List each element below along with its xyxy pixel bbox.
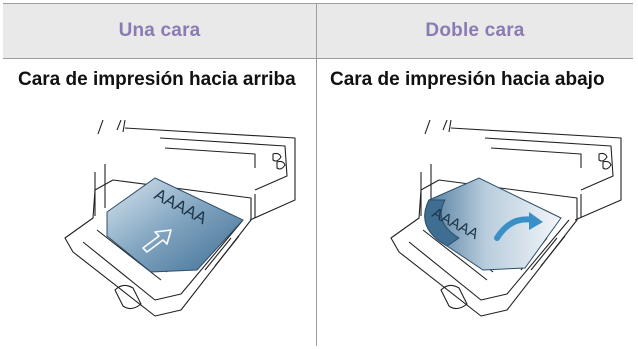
header-two-sided: Doble cara <box>317 3 633 59</box>
flip-arrowhead-icon <box>529 212 543 230</box>
two-sided-caption: Cara de impresión hacia abajo <box>330 69 605 90</box>
face-down-tray-illustration: AAAAA <box>390 120 622 317</box>
face-up-tray-illustration: AAAAA <box>64 120 296 317</box>
header-one-sided: Una cara <box>3 3 316 59</box>
column-divider <box>316 3 317 346</box>
one-sided-caption: Cara de impresión hacia arriba <box>18 69 296 90</box>
insert-direction-arrow-icon <box>142 229 172 253</box>
paper-orientation-table: Una cara Doble cara Cara de impresión ha… <box>3 3 633 346</box>
